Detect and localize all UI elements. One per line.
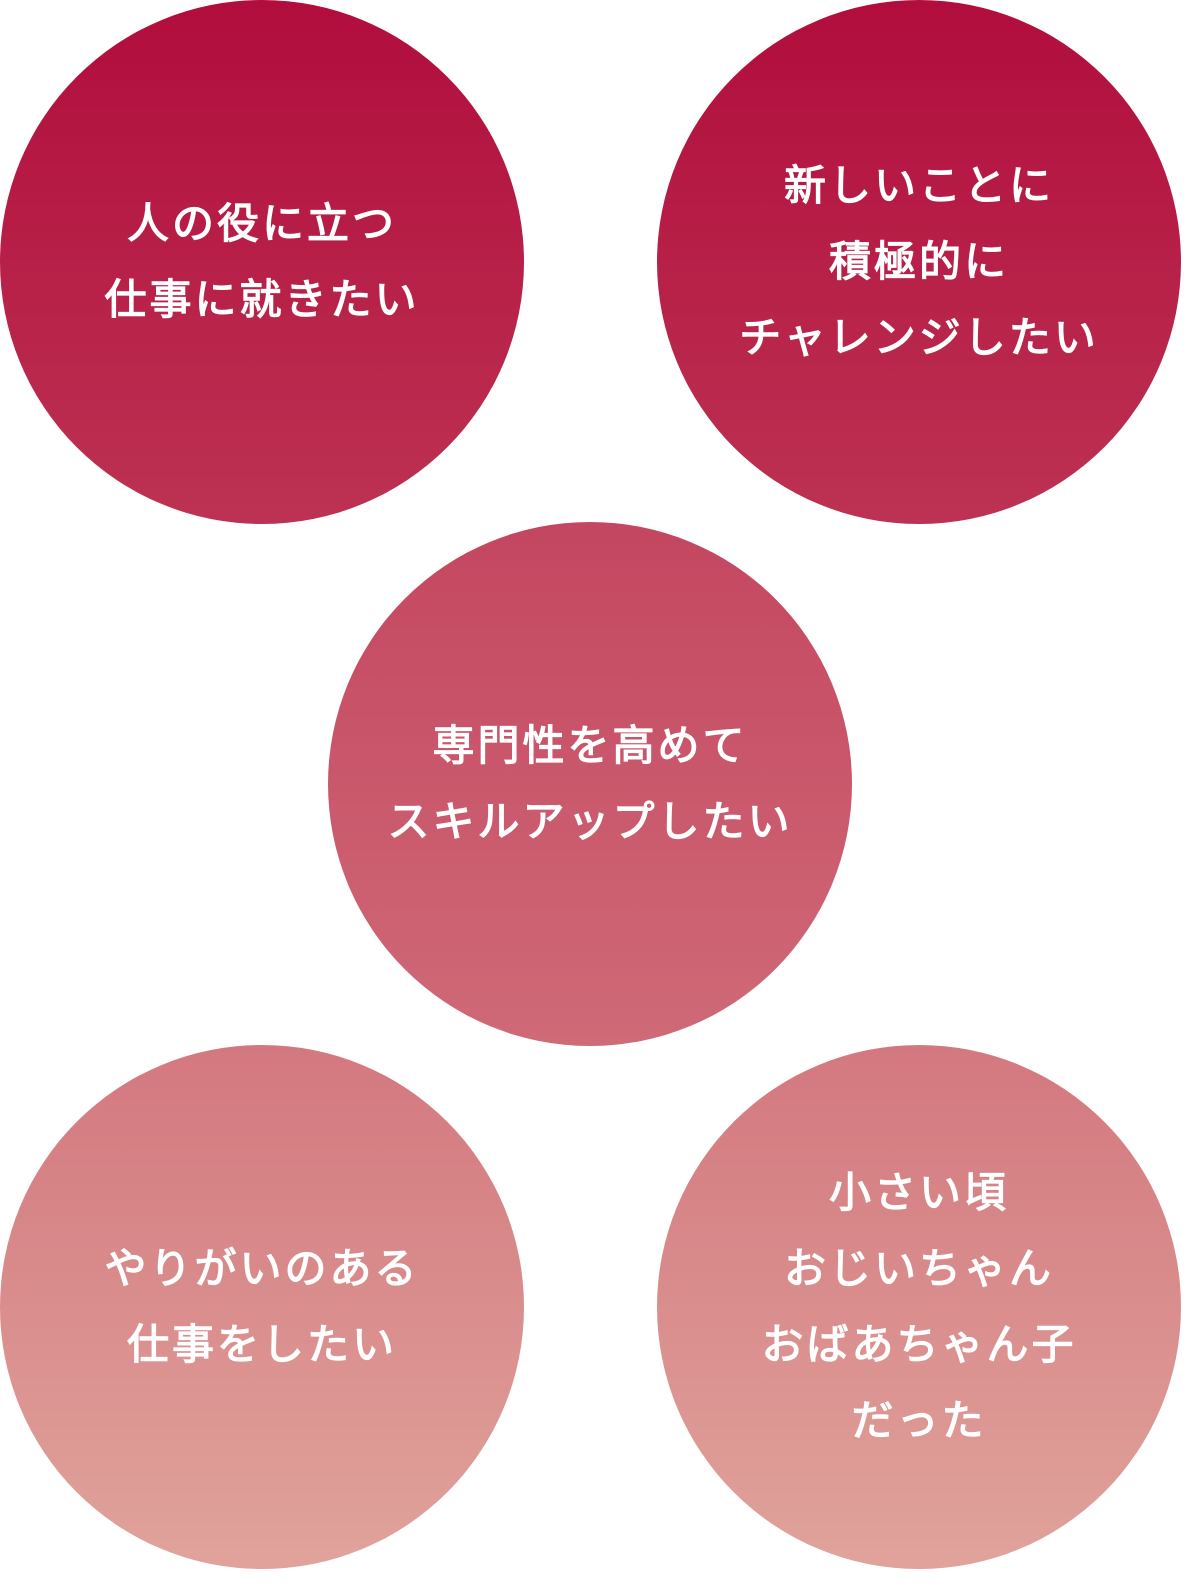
circle-text-line: だった xyxy=(851,1396,987,1445)
circle-text-line: 積極的に xyxy=(828,237,1009,286)
circle-text-line: やりがいのある xyxy=(104,1244,420,1293)
circle-text-line: 小さい頃 xyxy=(828,1168,1009,1217)
circle-text-line: おばあちゃん子 xyxy=(761,1320,1077,1369)
motivation-circle-rewarding-work: やりがいのある 仕事をしたい xyxy=(0,1045,524,1569)
circle-text-line: チャレンジしたい xyxy=(739,313,1099,362)
motivation-circle-grandparents: 小さい頃 おじいちゃん おばあちゃん子 だった xyxy=(657,1045,1181,1569)
motivation-circle-new-challenges: 新しいことに 積極的に チャレンジしたい xyxy=(657,0,1181,524)
motivation-circle-helpful-work: 人の役に立つ 仕事に就きたい xyxy=(0,0,524,524)
circle-text-line: 仕事に就きたい xyxy=(104,275,420,324)
circle-text-line: 仕事をしたい xyxy=(126,1320,397,1369)
circle-text-line: 新しいことに xyxy=(783,161,1054,210)
circle-text-line: 人の役に立つ xyxy=(126,199,397,248)
circle-text-line: おじいちゃん xyxy=(783,1244,1054,1293)
circle-text-line: 専門性を高めて xyxy=(432,721,748,770)
circle-text-line: スキルアップしたい xyxy=(387,797,793,846)
motivation-circle-skill-up: 専門性を高めて スキルアップしたい xyxy=(328,522,852,1046)
